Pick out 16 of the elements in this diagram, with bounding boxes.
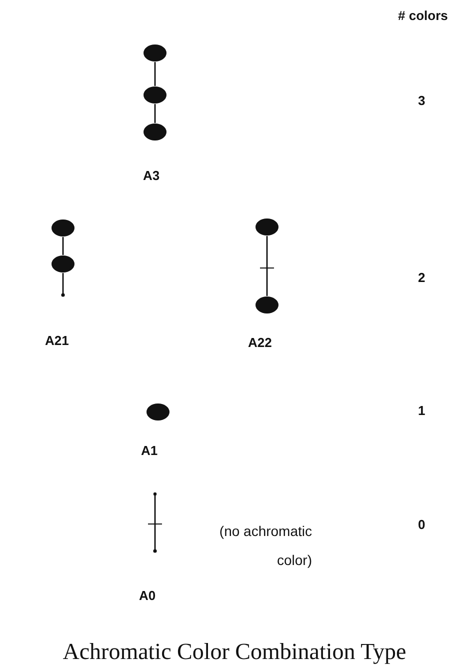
count-number: 2 bbox=[418, 270, 426, 285]
caption: Achromatic Color Combination Type bbox=[62, 638, 408, 666]
connector-line bbox=[266, 236, 268, 296]
type-label: A21 bbox=[45, 333, 69, 348]
count-number: 0 bbox=[418, 517, 426, 532]
connector-line bbox=[154, 104, 156, 123]
count-number: 1 bbox=[418, 403, 426, 418]
column-heading: # colors bbox=[398, 8, 448, 23]
type-label: A22 bbox=[248, 335, 272, 350]
type-label: A0 bbox=[139, 588, 156, 603]
note: (no achromatic color) bbox=[218, 522, 312, 570]
type-label: A3 bbox=[143, 168, 160, 183]
count-number: 3 bbox=[418, 93, 426, 108]
type-label: A1 bbox=[141, 443, 158, 458]
connector-line bbox=[154, 62, 156, 86]
connector-line bbox=[62, 237, 64, 255]
